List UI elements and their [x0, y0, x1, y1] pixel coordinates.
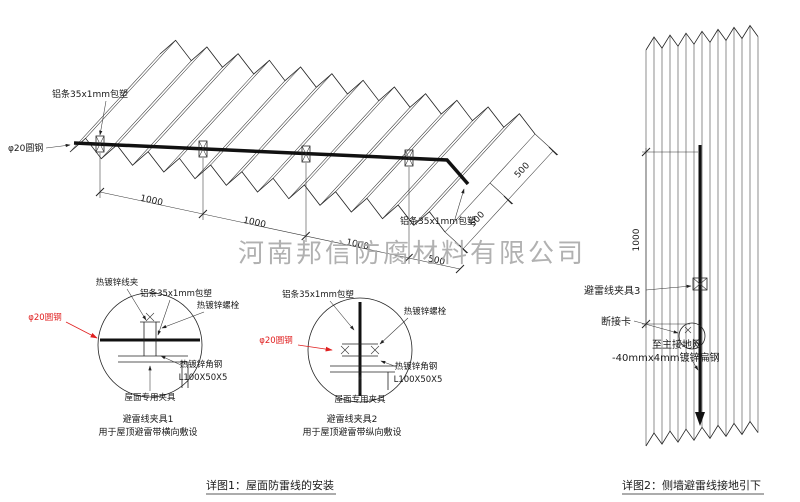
clamp2-title: 避雷线夹具2 — [327, 413, 378, 425]
label-clamp3: 避雷线夹具3 — [584, 284, 640, 297]
dim-500-d: 500 — [427, 254, 446, 267]
lightning-wire — [73, 141, 470, 186]
clamp1-label-round-steel: φ20圆钢 — [28, 312, 61, 323]
wire-clamp-2 — [198, 140, 208, 158]
wire-clamp-4 — [404, 149, 414, 167]
clamp1-label-fixture: 屋面专用夹具 — [124, 392, 176, 403]
clamp1-subtitle: 用于屋顶避雷带横向敷设 — [98, 426, 197, 438]
wire-clamp-1 — [95, 135, 105, 153]
clamp1-label-strip: 铝条35x1mm包塑 — [140, 288, 212, 299]
wall-dim-1000: 1000 — [632, 228, 642, 251]
roof-ridge-lines — [85, 40, 520, 212]
side-wall — [645, 24, 759, 447]
clamp2-subtitle: 用于屋顶避雷带纵向敷设 — [302, 426, 401, 438]
label-to-ground: 至主接地网 — [652, 338, 702, 351]
wire-clamp-3 — [301, 145, 311, 163]
clamp2-angle-steel — [330, 365, 395, 390]
edge-dim-500-b: 500 — [513, 161, 532, 181]
leader-strip-top — [99, 100, 107, 136]
detail1-caption: 详图1：屋面防雷线的安装 — [206, 478, 334, 492]
clamp1-title: 避雷线夹具1 — [123, 413, 174, 425]
clamp2-body — [342, 343, 378, 357]
label-flat-steel: -40mmx4mm镀锌扁钢 — [612, 351, 720, 364]
clamp2-label-bolt: 热镀锌螺栓 — [404, 306, 447, 317]
clamp1-label-wire-clip: 热镀锌线夹 — [96, 277, 139, 288]
label-strip-top: 铝条35x1mm包塑 — [52, 88, 128, 100]
clamp1-angle-steel — [118, 355, 189, 388]
dim-1000-c: 1000 — [345, 238, 370, 253]
clamp1-body — [140, 321, 160, 356]
disconnect-card — [678, 322, 706, 350]
detail-circle-2 — [307, 297, 413, 403]
roof-dimension-chain: 1000 1000 1000 500 — [95, 153, 465, 274]
clamp2-label-fixture: 屋面专用夹具 — [334, 394, 386, 405]
leader-clamp3 — [645, 284, 692, 291]
roof-wire-clamps — [95, 135, 414, 167]
clamp2-label-strip: 铝条35x1mm包塑 — [282, 289, 354, 300]
wall-corrugation-lines — [645, 25, 759, 446]
leader-round-steel-main — [45, 143, 71, 149]
clamp1-label-angle-steel: 热镀锌角钢 — [180, 359, 223, 370]
dim-1000-b: 1000 — [242, 216, 267, 231]
label-disconnect: 断接卡 — [601, 315, 631, 328]
clamp1-label-angle-spec: L100X50X5 — [179, 373, 228, 383]
clamp1-bolt-mark — [145, 312, 155, 322]
clamp2-bolt-marks — [340, 345, 380, 355]
label-round-steel-main: φ20圆钢 — [8, 142, 43, 154]
clamp2-label-round-steel: φ20圆钢 — [259, 335, 292, 346]
roof-panel — [69, 39, 536, 233]
leader-flat-steel — [689, 356, 699, 371]
clamp-detail-1: 热镀锌线夹 铝条35x1mm包塑 热镀锌螺栓 φ20圆钢 热镀锌角钢 L100X… — [28, 277, 239, 438]
dim-1000-a: 1000 — [139, 194, 164, 209]
label-strip-right: 铝条35x1mm包塑 — [400, 215, 476, 227]
watermark: 河南邦信防腐材料有限公司 — [238, 239, 586, 269]
detail2-caption: 详图2：侧墙避雷线接地引下 — [622, 478, 761, 492]
leader-strip-right — [454, 188, 465, 220]
leader-disconnect — [633, 320, 679, 334]
clamp1-label-bolt: 热镀锌螺栓 — [197, 300, 240, 311]
wall-dimension: 1000 — [632, 147, 698, 329]
roof-back-edge — [159, 39, 536, 135]
clamp2-label-angle-steel: 热镀锌角钢 — [395, 361, 438, 372]
clamp2-label-angle-spec: L100X50X5 — [394, 375, 443, 385]
roof-edge-dimension: 500 500 — [444, 133, 559, 254]
roof-valley-lines — [69, 53, 536, 233]
wall-clamp — [692, 277, 708, 291]
down-conductor-arrowhead — [695, 412, 705, 426]
clamp-detail-2: 铝条35x1mm包塑 热镀锌螺栓 φ20圆钢 热镀锌角钢 L100X50X5 屋… — [259, 289, 446, 438]
detail-circle-1 — [97, 292, 203, 398]
